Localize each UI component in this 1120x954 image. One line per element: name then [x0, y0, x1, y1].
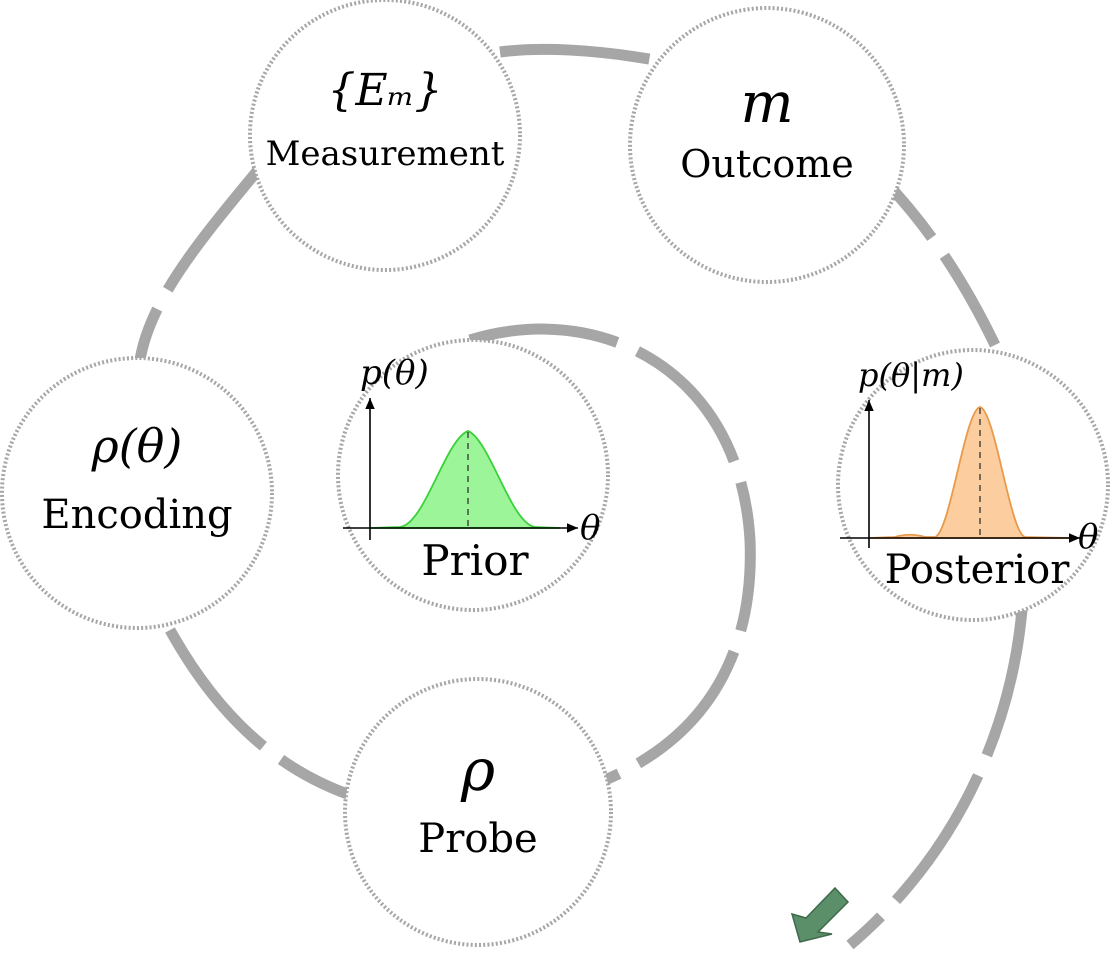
outcome-label: Outcome	[680, 142, 854, 186]
encoding-node: ρ(θ) Encoding	[0, 356, 274, 630]
outcome-symbol: m	[740, 71, 793, 136]
probe-label: Probe	[418, 816, 537, 862]
spiral-arc	[468, 323, 756, 786]
encoding-symbol: ρ(θ)	[91, 419, 183, 473]
posterior-curve	[869, 406, 1071, 539]
prior-x-label: θ	[580, 508, 600, 548]
posterior-label: Posterior	[885, 547, 1071, 593]
exit-arc	[846, 609, 1028, 950]
posterior-x-label: θ	[1078, 517, 1098, 557]
prior-curve	[369, 430, 561, 529]
measurement-symbol: {Eₘ}	[327, 65, 442, 116]
prior-y-label: p(θ)	[360, 353, 429, 393]
prior-node: p(θ) θ Prior	[336, 338, 610, 612]
cycle-arc	[165, 627, 352, 801]
prior-label: Prior	[421, 536, 529, 585]
measurement-node: {Eₘ} Measurement	[248, 0, 522, 272]
outcome-node: m Outcome	[628, 6, 906, 284]
encoding-label: Encoding	[41, 492, 232, 538]
probe-symbol: ρ	[460, 736, 495, 804]
next-iteration-arrow-icon	[790, 886, 850, 943]
cycle-arc	[134, 166, 263, 361]
measurement-label: Measurement	[266, 134, 505, 174]
posterior-node: p(θ|m) θ Posterior	[836, 348, 1110, 622]
probe-node: ρ Probe	[343, 677, 613, 947]
posterior-y-label: p(θ|m)	[858, 356, 964, 394]
